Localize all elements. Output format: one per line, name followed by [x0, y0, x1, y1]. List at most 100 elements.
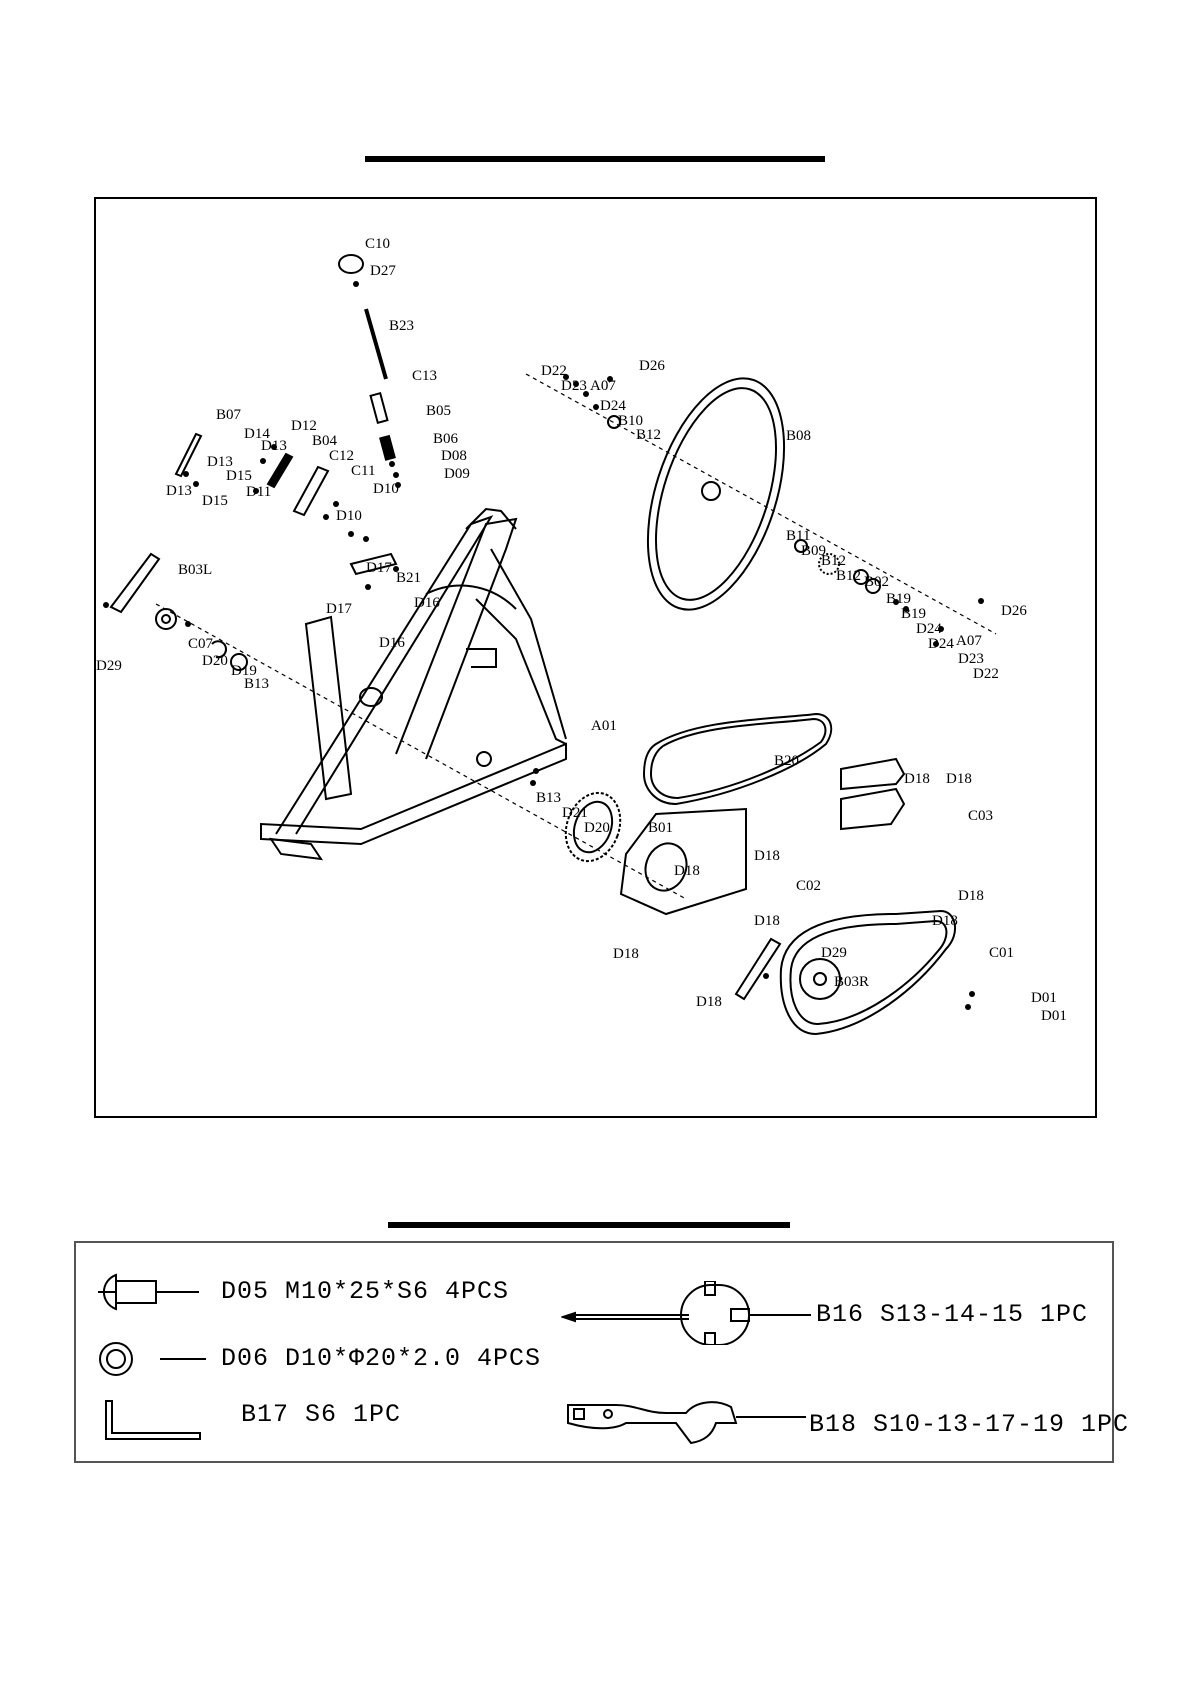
multi-wrench-icon: [561, 1281, 811, 1345]
b01-chainring: [564, 791, 622, 863]
label-d23b: D23: [958, 651, 984, 667]
b12-bearing: [794, 539, 808, 553]
label-d24a: D24: [600, 398, 626, 414]
label-a01: A01: [591, 718, 617, 734]
hardware-b18: B18 S10-13-17-19 1PC: [809, 1410, 1130, 1439]
label-d18b: D18: [946, 771, 972, 787]
label-b02: B02: [864, 574, 890, 590]
label-b11: B11: [786, 528, 811, 544]
label-d18f: D18: [754, 913, 780, 929]
c01-chain-cover: [779, 909, 956, 1036]
label-d23a: D23: [561, 378, 587, 394]
label-b06: B06: [433, 431, 459, 447]
d19-clip: [211, 640, 227, 659]
label-d13a: D13: [261, 438, 287, 454]
flat-wrench-icon: [567, 1401, 806, 1445]
hardware-b16: B16 S13-14-15 1PC: [816, 1300, 1089, 1329]
label-d18e: D18: [958, 888, 984, 904]
label-c01: C01: [989, 945, 1015, 961]
label-d21: D21: [562, 805, 588, 821]
label-d15b: D15: [202, 493, 228, 509]
label-d18g: D18: [932, 913, 958, 929]
label-d10b: D10: [336, 508, 362, 524]
label-d13b: D13: [207, 454, 233, 470]
label-b12b: B12: [821, 553, 847, 569]
b03r-crank: [734, 937, 782, 1001]
label-a07b: A07: [956, 633, 982, 649]
label-b12c: B12: [836, 568, 862, 584]
exploded-diagram-drawing: [103, 254, 997, 1036]
label-d18a: D18: [904, 771, 930, 787]
b13-bearing-left: [230, 653, 248, 671]
crank-axle-line: [155, 603, 687, 900]
label-c03: C03: [968, 808, 994, 824]
label-b09: B09: [801, 543, 827, 559]
label-d26b: D26: [1001, 603, 1027, 619]
hardware-panel: D05 M10*25*S6 4PCS D06 D10*Φ20*2.0 4PCS …: [74, 1241, 1128, 1463]
b03l-crank: [109, 552, 161, 614]
label-b13a: B13: [244, 676, 270, 692]
label-b03l: B03L: [178, 562, 213, 578]
label-d11: D11: [246, 484, 272, 500]
label-c07: C07: [188, 636, 214, 652]
label-c12: C12: [329, 448, 355, 464]
label-b12a: B12: [636, 427, 662, 443]
label-d22b: D22: [973, 666, 999, 682]
c11-part: [292, 465, 330, 517]
label-c13: C13: [412, 368, 438, 384]
label-d17b: D17: [326, 601, 352, 617]
label-d29a: D29: [96, 658, 122, 674]
label-d22a: D22: [541, 363, 567, 379]
label-d18h: D18: [613, 946, 639, 962]
label-b20: B20: [774, 753, 800, 769]
c03-bracket: [840, 757, 906, 791]
b21-slider: [349, 552, 398, 576]
label-d18c: D18: [754, 848, 780, 864]
label-b21: B21: [396, 570, 422, 586]
label-d18i: D18: [696, 994, 722, 1010]
hex-key-icon: [105, 1400, 201, 1440]
b04-part: [266, 452, 294, 489]
label-d18d: D18: [674, 863, 700, 879]
label-b08: B08: [786, 428, 812, 444]
b13-bearing-right: [476, 751, 492, 767]
hardware-d05: D05 M10*25*S6 4PCS: [221, 1277, 510, 1306]
hardware-b17: B17 S6 1PC: [241, 1400, 402, 1429]
label-d20b: D20: [584, 820, 610, 836]
label-b03r: B03R: [834, 974, 870, 990]
b05-spring: [379, 434, 396, 461]
label-d29b: D29: [821, 945, 847, 961]
label-c02: C02: [796, 878, 822, 894]
label-d10a: D10: [373, 481, 399, 497]
b23-rod: [364, 308, 388, 380]
label-b13b: B13: [536, 790, 562, 806]
bolt-icon: [98, 1273, 199, 1311]
label-d14: D14: [244, 426, 270, 442]
label-d01b: D01: [1041, 1008, 1067, 1024]
c10-knob: [338, 254, 364, 274]
hardware-d06: D06 D10*Φ20*2.0 4PCS: [221, 1344, 542, 1373]
b07-part: [174, 432, 203, 478]
label-d26a: D26: [639, 358, 665, 374]
label-d01a: D01: [1031, 990, 1057, 1006]
label-d16a: D16: [414, 595, 440, 611]
label-d27: D27: [370, 263, 396, 279]
washer-icon: [99, 1342, 206, 1376]
label-d15a: D15: [226, 468, 252, 484]
label-d24b: D24: [916, 621, 942, 637]
b02-sprocket: [818, 553, 840, 575]
label-d19: D19: [231, 663, 257, 679]
label-c11: C11: [351, 463, 376, 479]
label-a07a: A07: [590, 378, 616, 394]
flywheel-axle-line: [525, 373, 997, 635]
label-d12: D12: [291, 418, 317, 434]
label-b19a: B19: [886, 591, 912, 607]
label-b19b: B19: [901, 606, 927, 622]
label-d24c: D24: [928, 636, 954, 652]
a01-frame: [260, 507, 567, 861]
label-b23: B23: [389, 318, 415, 334]
label-b10: B10: [618, 413, 644, 429]
label-d20a: D20: [202, 653, 228, 669]
label-d08: D08: [441, 448, 467, 464]
label-d16b: D16: [379, 635, 405, 651]
